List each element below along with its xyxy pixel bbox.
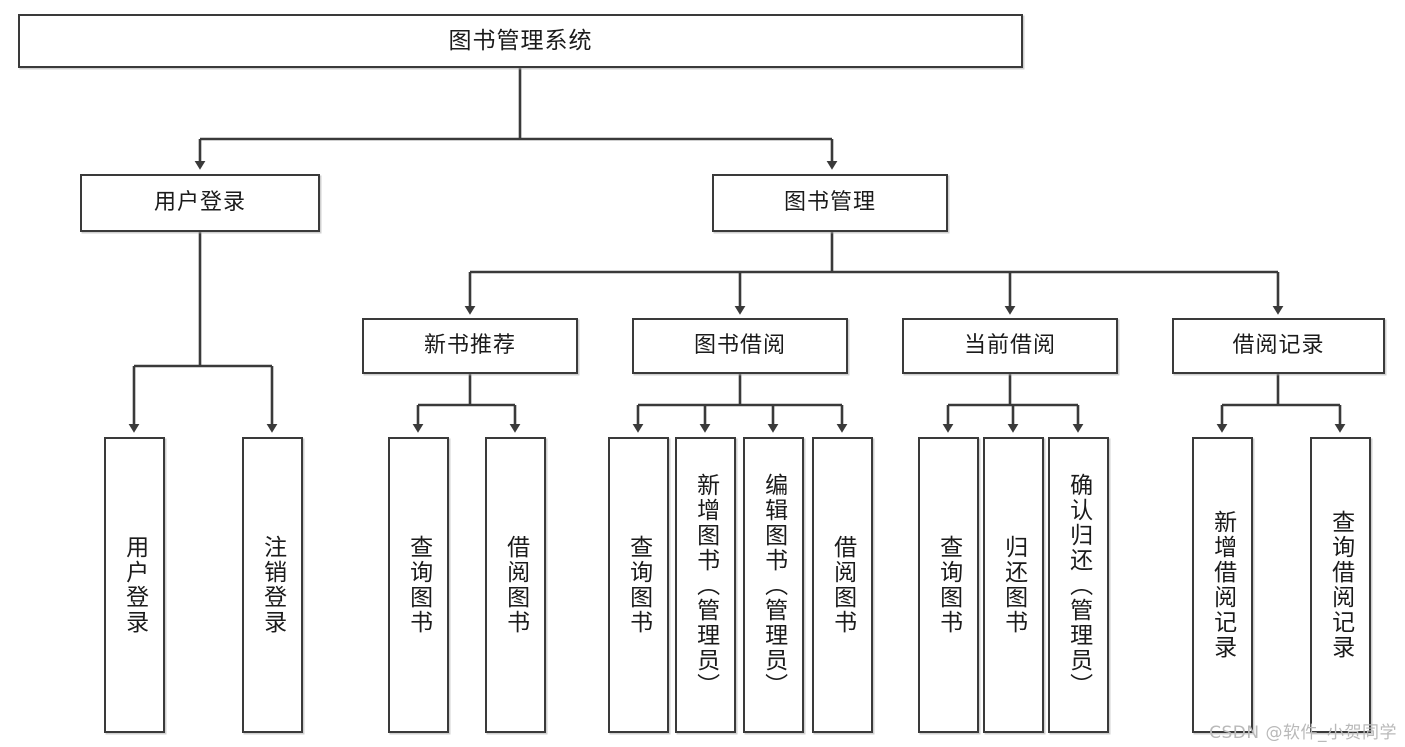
node-label: 归还图书 [1000,535,1027,635]
node-label: 新书推荐 [423,333,516,359]
node-label: 新增图书（管理员） [692,472,719,698]
node-leaf-query-book-current[interactable]: 查询图书 [918,437,979,733]
node-label: 编辑图书（管理员） [760,472,787,698]
node-label: 当前借阅 [963,333,1056,359]
node-new-book-recommend[interactable]: 新书推荐 [362,318,578,374]
node-label: 查询图书 [625,535,652,635]
node-leaf-query-book-borrow[interactable]: 查询图书 [608,437,669,733]
node-label: 注销登录 [259,535,286,635]
node-leaf-query-book-recommend[interactable]: 查询图书 [388,437,449,733]
node-root-system[interactable]: 图书管理系统 [18,14,1023,68]
node-leaf-add-borrow-record[interactable]: 新增借阅记录 [1192,437,1253,733]
node-leaf-logout[interactable]: 注销登录 [242,437,303,733]
node-label: 借阅记录 [1232,333,1325,359]
node-label: 新增借阅记录 [1209,510,1236,660]
node-label: 图书管理系统 [448,27,593,54]
node-label: 借阅图书 [502,535,529,635]
node-label: 图书管理 [783,190,876,216]
node-label: 查询借阅记录 [1327,510,1354,660]
node-user-login[interactable]: 用户登录 [80,174,320,232]
node-label: 用户登录 [121,535,148,635]
node-label: 确认归还（管理员） [1065,472,1092,698]
node-leaf-edit-book-admin[interactable]: 编辑图书（管理员） [743,437,804,733]
node-borrow-record[interactable]: 借阅记录 [1172,318,1385,374]
node-label: 查询图书 [405,535,432,635]
node-leaf-borrow-book-recommend[interactable]: 借阅图书 [485,437,546,733]
node-label: 查询图书 [935,535,962,635]
node-leaf-user-login[interactable]: 用户登录 [104,437,165,733]
node-leaf-borrow-book[interactable]: 借阅图书 [812,437,873,733]
node-label: 借阅图书 [829,535,856,635]
node-leaf-return-book[interactable]: 归还图书 [983,437,1044,733]
node-label: 图书借阅 [693,333,786,359]
node-label: 用户登录 [153,190,246,216]
node-book-borrow[interactable]: 图书借阅 [632,318,848,374]
node-current-borrow[interactable]: 当前借阅 [902,318,1118,374]
node-book-management[interactable]: 图书管理 [712,174,948,232]
node-leaf-confirm-return-admin[interactable]: 确认归还（管理员） [1048,437,1109,733]
node-leaf-query-borrow-record[interactable]: 查询借阅记录 [1310,437,1371,733]
node-leaf-add-book-admin[interactable]: 新增图书（管理员） [675,437,736,733]
